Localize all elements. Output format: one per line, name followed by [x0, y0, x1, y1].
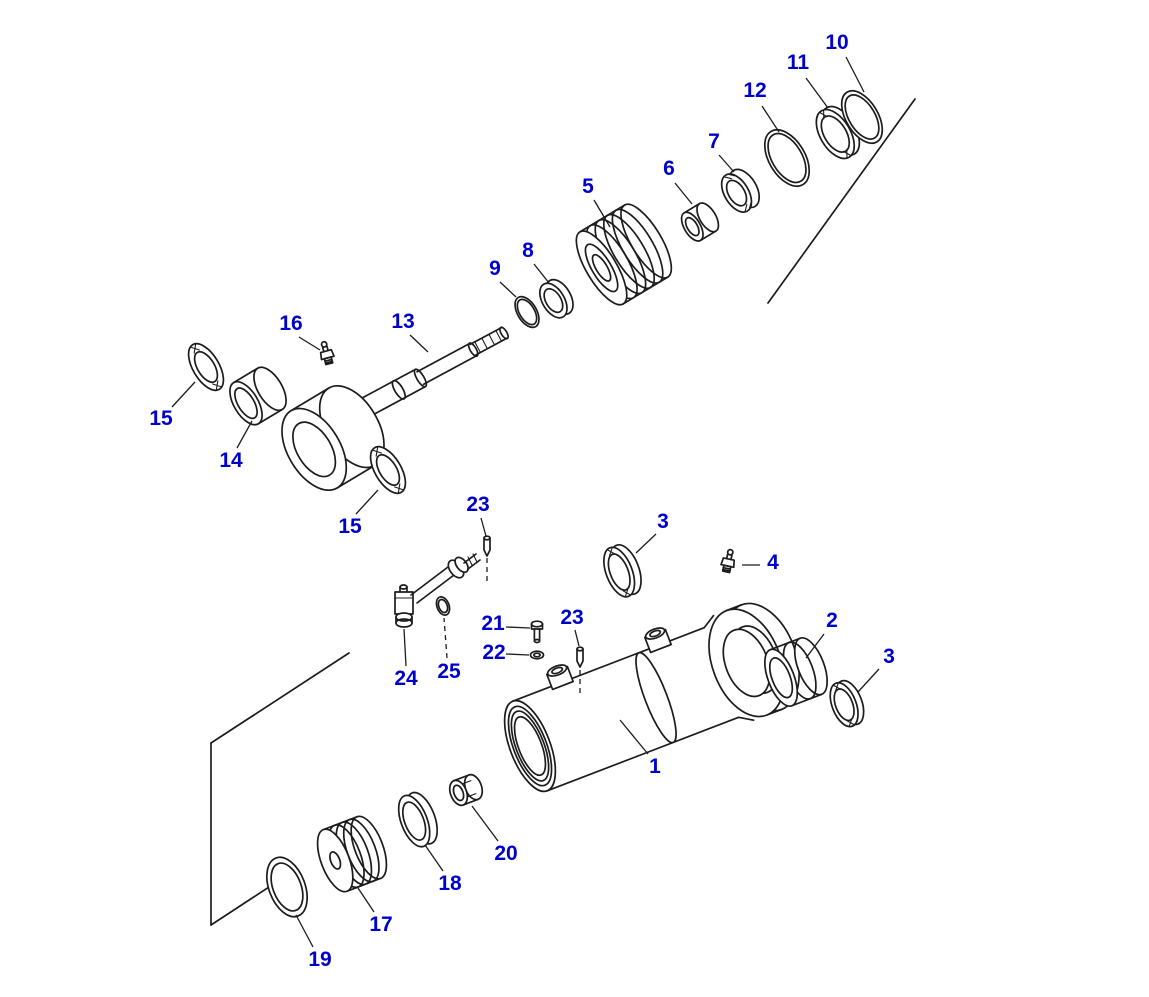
pipe-clamp-boss-b — [644, 627, 672, 654]
part-6-spacer — [680, 202, 720, 242]
section-frame-lines — [210, 98, 916, 926]
part-19-seal-ring — [266, 856, 308, 918]
part-3-bearing-a — [603, 544, 642, 598]
part-25-o-ring — [435, 596, 451, 616]
part-13-piston-rod — [355, 326, 509, 420]
part-12-o-ring — [763, 129, 811, 187]
part-8-bushing — [538, 278, 574, 319]
part-16-grease-fitting-icon — [316, 339, 337, 367]
part-4-grease-fitting-icon — [718, 547, 739, 575]
part-24-elbow-fitting — [394, 553, 481, 628]
part-2-bushing — [763, 637, 829, 707]
part-23-pin-b — [576, 646, 584, 668]
part-5-piston — [575, 203, 673, 306]
part-23-pin-a — [483, 535, 491, 557]
leader-lines — [171, 56, 880, 948]
part-18-ring — [397, 791, 439, 848]
part-20-plug — [448, 773, 484, 807]
part-9-snap-ring — [514, 295, 540, 329]
part-15-bushing-b — [369, 445, 407, 495]
part-22-washer — [529, 650, 545, 660]
part-15-bushing-a — [187, 342, 225, 392]
part-14-bushing — [229, 366, 287, 426]
part-7-nut — [720, 168, 761, 213]
part-10-backup-ring — [840, 89, 884, 145]
part-3-bearing-b — [829, 679, 865, 728]
pipe-clamp-boss-a — [546, 664, 574, 691]
part-21-bolt — [530, 620, 544, 644]
part-17-head — [316, 815, 388, 893]
rod-head-eye — [281, 384, 385, 492]
